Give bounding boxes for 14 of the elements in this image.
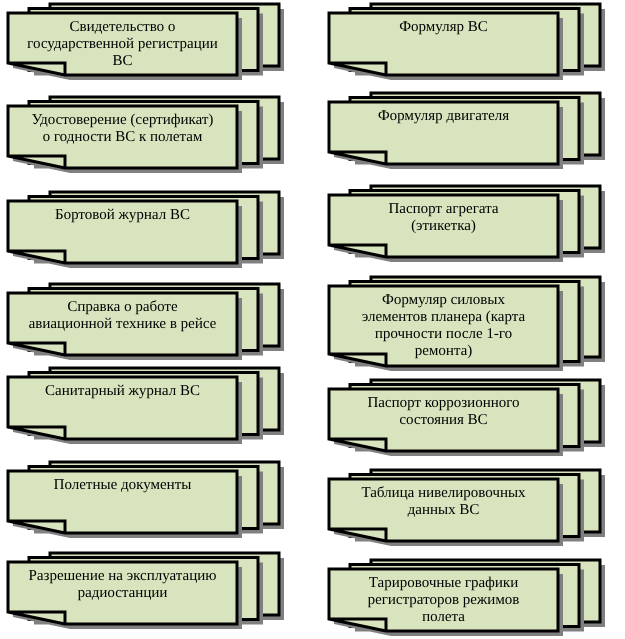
document-title: Удостоверение (сертификат) о годности ВС к полетам	[30, 112, 214, 146]
document-title: Бортовой журнал ВС	[54, 207, 191, 224]
document-title: Паспорт агрегата (этикетка)	[387, 201, 500, 235]
document-title: Тарировочные графики регистраторов режимов полета	[366, 575, 520, 626]
document-title: Формуляр двигателя	[376, 108, 510, 125]
document-title: Разрешение на эксплуатацию радиостанции	[28, 568, 218, 602]
document-title: Формуляр силовых элементов планера (карта прочности после 1-го ремонта)	[360, 292, 526, 360]
document-title: Полетные документы	[52, 477, 192, 494]
document-title: Санитарный журнал ВС	[44, 383, 201, 400]
document-title: Паспорт коррозионного состояния ВС	[366, 395, 521, 429]
document-title: Справка о работе авиационной технике в рейсе	[28, 299, 218, 333]
document-title: Свидетельство о государственной регистрации ВС	[26, 19, 219, 70]
document-title: Таблица нивелировочных данных ВС	[360, 485, 527, 519]
document-title: Формуляр ВС	[398, 19, 489, 36]
